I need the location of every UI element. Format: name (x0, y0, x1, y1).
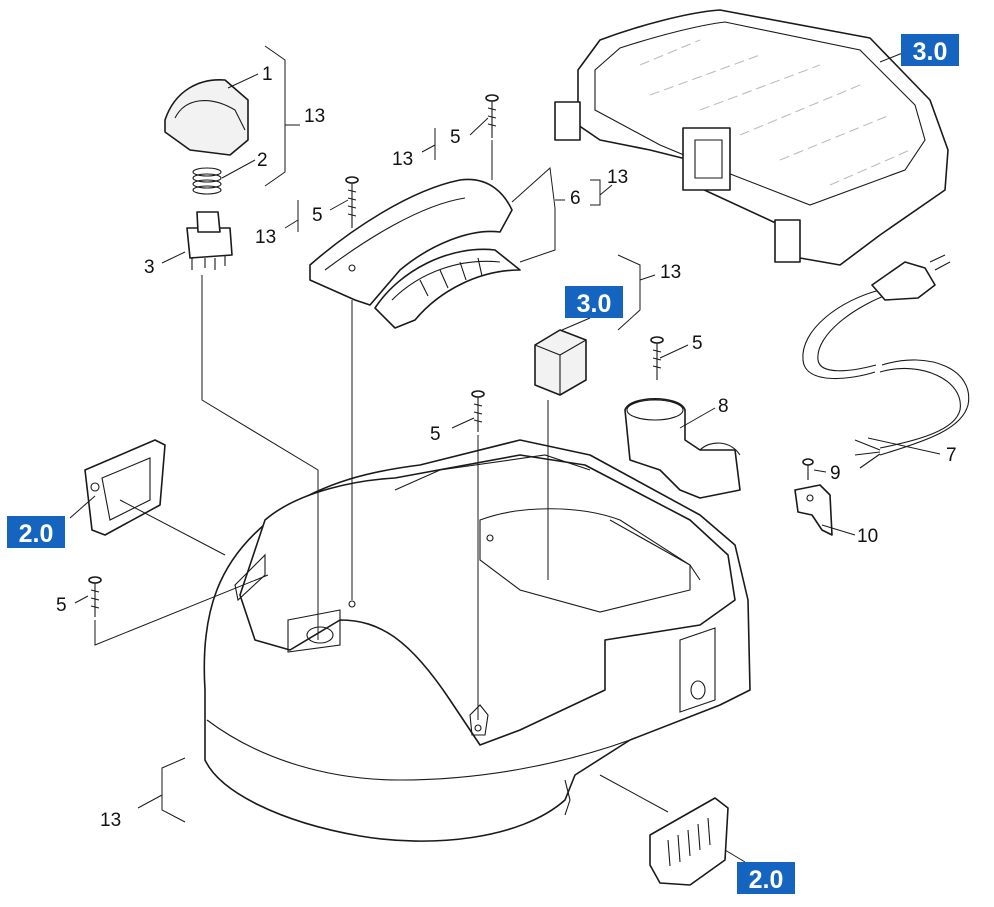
reference-2-0-bottom[interactable]: 2.0 (737, 862, 795, 894)
callout-6: 6 (570, 188, 581, 209)
capacitor-block (534, 329, 587, 396)
switch-cap (164, 79, 249, 156)
spring (192, 167, 222, 195)
screw-small (802, 458, 814, 480)
callout-13-b: 13 (392, 149, 413, 170)
callout-13-c: 13 (255, 227, 276, 248)
callout-13-f: 13 (100, 810, 121, 831)
callout-numbers: 1 2 3 13 5 13 5 13 6 13 13 5 5 8 7 9 10 … (56, 64, 957, 831)
callout-2: 2 (257, 150, 268, 171)
housing-shell (203, 439, 751, 842)
callout-5-b: 5 (312, 205, 323, 226)
handle-upper (309, 178, 513, 306)
reference-2-0-bottom-label: 2.0 (749, 866, 784, 894)
power-cord (802, 254, 970, 469)
callout-13-d: 13 (607, 167, 628, 188)
callout-1: 1 (262, 64, 273, 85)
handle-lower (374, 248, 521, 329)
screw-a (345, 176, 359, 228)
latch-left (84, 439, 166, 536)
callout-7: 7 (946, 445, 957, 466)
screw-e (88, 576, 102, 617)
reference-3-0-mid-label: 3.0 (577, 290, 612, 318)
latch-bottom (649, 797, 729, 886)
callout-5-e: 5 (56, 595, 67, 616)
callout-8: 8 (718, 396, 729, 417)
callout-5-c: 5 (692, 333, 703, 354)
callout-9: 9 (830, 463, 841, 484)
assembly-lines (94, 140, 669, 813)
reference-2-0-left-label: 2.0 (19, 520, 54, 548)
callout-3: 3 (144, 257, 155, 278)
bracket (794, 484, 833, 536)
reference-2-0-left[interactable]: 2.0 (7, 516, 65, 548)
top-cover (554, 9, 949, 266)
push-switch (186, 211, 233, 270)
screw-d (650, 336, 664, 380)
callout-5-a: 5 (450, 127, 461, 148)
hose-clamp (624, 397, 741, 499)
reference-3-0-top-label: 3.0 (913, 38, 948, 66)
callout-leaders (69, 45, 941, 863)
reference-3-0-mid[interactable]: 3.0 (565, 286, 623, 318)
callout-10: 10 (857, 526, 878, 547)
reference-3-0-top[interactable]: 3.0 (901, 34, 959, 66)
callout-13-e: 13 (660, 262, 681, 283)
callout-5-d: 5 (430, 424, 441, 445)
screw-c (471, 390, 485, 432)
callout-13-a: 13 (304, 106, 325, 127)
screw-b (485, 94, 499, 138)
